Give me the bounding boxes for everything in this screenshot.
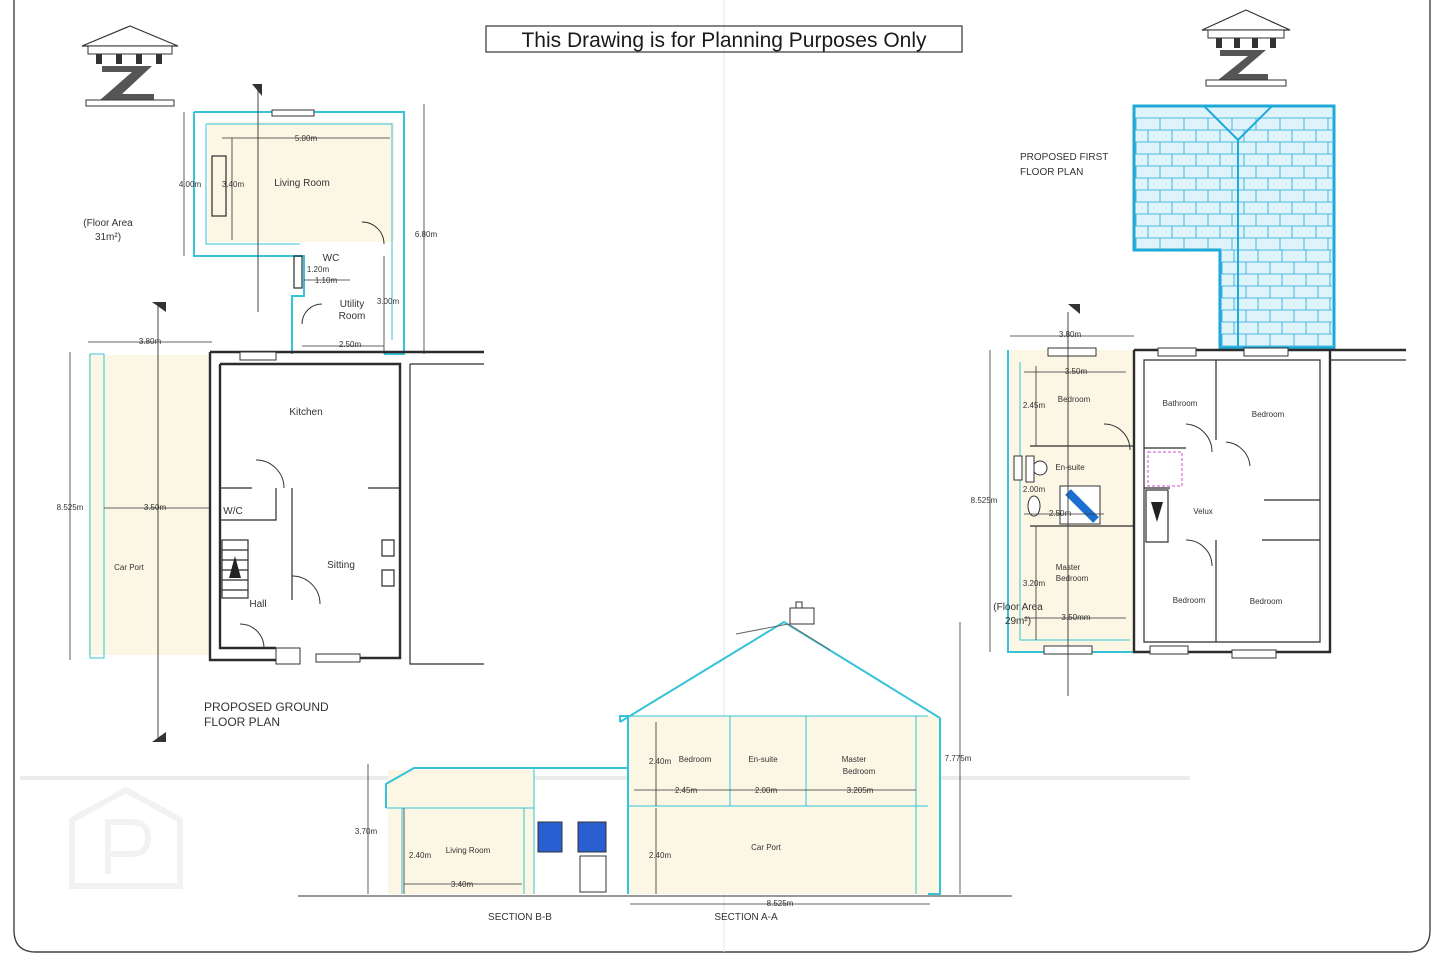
sec-dim-bb-w: 3.40m xyxy=(451,880,474,889)
scan-band xyxy=(20,776,1190,780)
ff-plan-title-1: PROPOSED FIRST xyxy=(1020,152,1108,163)
gf-floor-area-label-2: 31m²) xyxy=(95,232,121,243)
sheet-border xyxy=(13,0,1431,953)
ff-bedroom-d-label: Bedroom xyxy=(1250,597,1283,606)
gf-dim-carport-len: 8.525m xyxy=(57,503,84,512)
sec-dim-w1: 2.45m xyxy=(675,786,698,795)
gf-wc2-label: W/C xyxy=(223,506,242,517)
section-bb-title: SECTION B-B xyxy=(488,912,552,923)
gf-dim-lr-inner: 3.40m xyxy=(222,180,245,189)
gf-living-room-label: Living Room xyxy=(274,178,330,189)
ground-floor-plan xyxy=(69,84,484,742)
gf-utility-label-1: Utility xyxy=(340,299,364,310)
gf-hall-label: Hall xyxy=(249,599,266,610)
roof-tiles-icon xyxy=(1132,104,1336,350)
ff-bathroom-label: Bathroom xyxy=(1163,399,1198,408)
sec-dim-aa-h: 2.40m xyxy=(649,851,672,860)
ff-dim-top: 3.80m xyxy=(1059,330,1082,339)
sec-car-port-label: Car Port xyxy=(751,843,782,852)
first-floor-plan xyxy=(989,104,1406,696)
property-watermark-icon xyxy=(69,786,183,889)
title-box xyxy=(485,25,963,53)
gf-plan-title-2: FLOOR PLAN xyxy=(204,715,280,729)
sec-dim-upper-h: 2.40m xyxy=(649,757,672,766)
sec-master-label-2: Bedroom xyxy=(843,767,876,776)
sec-bedroom-label: Bedroom xyxy=(679,755,712,764)
ff-ensuite-label: En-suite xyxy=(1055,463,1085,472)
sec-master-label-1: Master xyxy=(842,755,867,764)
ff-floor-area-label-1: (Floor Area xyxy=(993,602,1043,613)
ff-dim-ens-a: 2.00m xyxy=(1023,485,1046,494)
ff-floor-area-label-2: 29m²) xyxy=(1005,616,1031,627)
sec-dim-bb-h: 3.70m xyxy=(355,827,378,836)
architect-logo-left-icon xyxy=(81,25,179,107)
ff-master-label-2: Bedroom xyxy=(1056,574,1089,583)
ff-master-label-1: Master xyxy=(1056,563,1081,572)
gf-dim-carport-mid: 3.50m xyxy=(144,503,167,512)
sec-dim-total-h: 7.775m xyxy=(945,754,972,763)
sec-living-room-label: Living Room xyxy=(446,846,491,855)
gf-dim-ext-depth: 6.80m xyxy=(415,230,438,239)
gf-dim-lr-depth: 4.00m xyxy=(179,180,202,189)
sec-dim-w2: 2.00m xyxy=(755,786,778,795)
ff-dim-length: 8.525m xyxy=(971,496,998,505)
gf-floor-area-label-1: (Floor Area xyxy=(83,218,133,229)
gf-dim-lr-width: 5.00m xyxy=(295,134,318,143)
sections-drawing xyxy=(298,601,1012,905)
ff-bedroom-c-label: Bedroom xyxy=(1173,596,1206,605)
ff-bedroom-b-label: Bedroom xyxy=(1252,410,1285,419)
ff-dim-inner: 3.50m xyxy=(1065,367,1088,376)
gf-car-port-label: Car Port xyxy=(114,563,145,572)
ff-dim-bed-depth: 2.45m xyxy=(1023,401,1046,410)
ff-dim-master-depth: 3.20m xyxy=(1023,579,1046,588)
gf-dim-wc-a: 1.20m xyxy=(307,265,330,274)
gf-wc-label: WC xyxy=(323,253,340,264)
gf-utility-label-2: Room xyxy=(339,311,366,322)
ff-velux-label: Velux xyxy=(1193,507,1213,516)
gf-dim-utility-a: 3.00m xyxy=(377,297,400,306)
sec-ensuite-label: En-suite xyxy=(748,755,778,764)
sec-dim-aa-w: 8.525m xyxy=(767,899,794,908)
gf-dim-carport-top: 3.80m xyxy=(139,337,162,346)
architect-logo-right-icon xyxy=(1201,9,1291,87)
sec-dim-w3: 3.205m xyxy=(847,786,874,795)
gf-kitchen-label: Kitchen xyxy=(289,407,322,418)
ff-dim-master-w: 3.50mm xyxy=(1062,613,1091,622)
section-aa-title: SECTION A-A xyxy=(714,912,778,923)
sec-dim-bb-inner-h: 2.40m xyxy=(409,851,432,860)
ff-bedroom-label: Bedroom xyxy=(1058,395,1091,404)
gf-plan-title-1: PROPOSED GROUND xyxy=(204,700,329,714)
gf-dim-utility-b: 2.50m xyxy=(339,340,362,349)
ff-plan-title-2: FLOOR PLAN xyxy=(1020,167,1083,178)
gf-dim-wc-b: 1.10m xyxy=(315,276,338,285)
ff-dim-ens-b: 2.50m xyxy=(1049,509,1072,518)
gf-sitting-label: Sitting xyxy=(327,560,355,571)
drawing-title: This Drawing is for Planning Purposes On… xyxy=(521,29,927,52)
